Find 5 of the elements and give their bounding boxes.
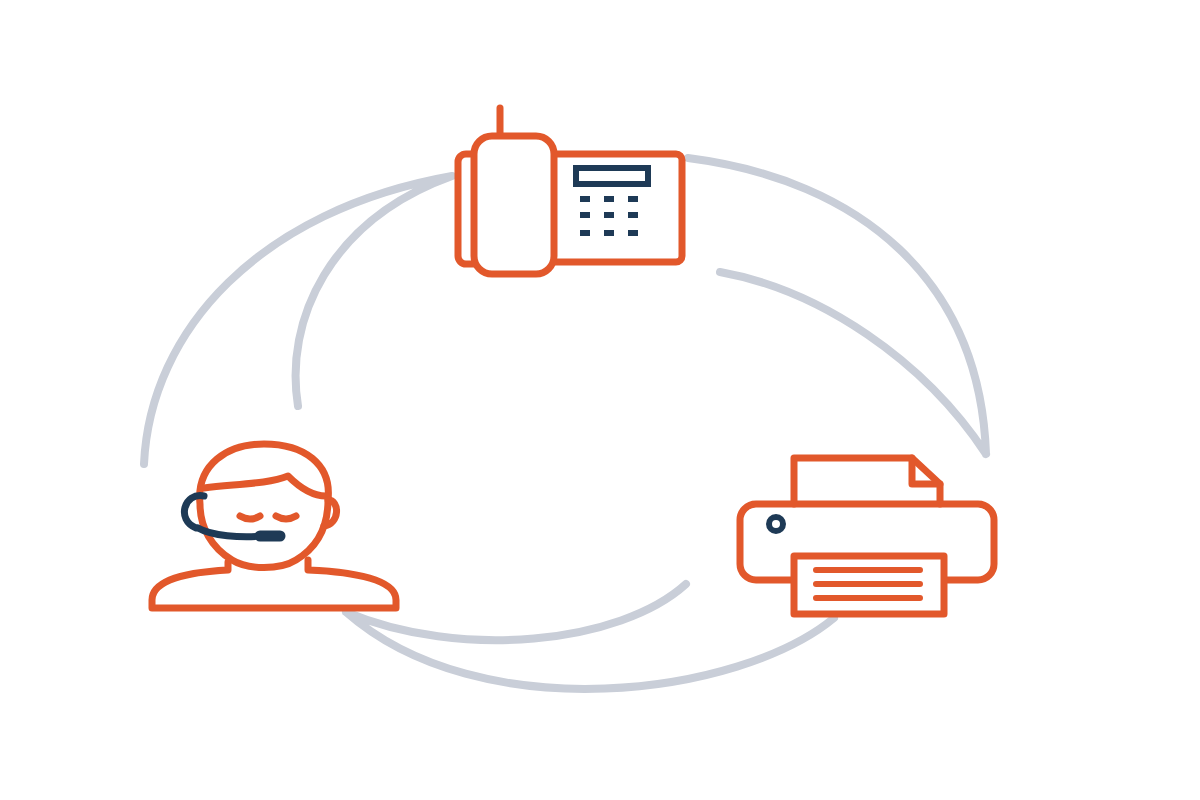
- curved-connector: [140, 172, 456, 468]
- person-with-headset-icon: [144, 436, 404, 612]
- printer-icon: [736, 454, 998, 618]
- telephone-icon: [452, 102, 688, 278]
- curved-connector: [342, 580, 838, 693]
